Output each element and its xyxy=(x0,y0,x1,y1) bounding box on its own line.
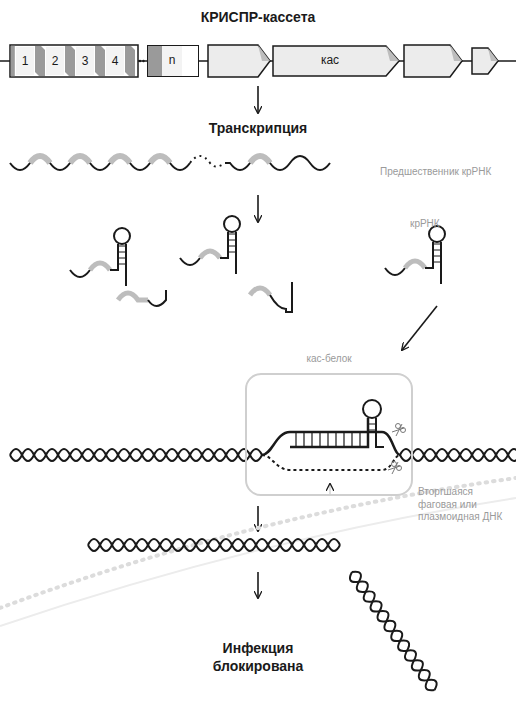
gene-fold xyxy=(258,45,270,61)
invading-dna xyxy=(10,400,516,470)
node-label: 3 xyxy=(76,54,94,68)
processed-crrna xyxy=(70,216,445,312)
crrna-fragment xyxy=(385,226,445,284)
scissors-icon xyxy=(388,462,402,475)
rna-gap xyxy=(190,156,225,167)
flow-arrow xyxy=(257,195,259,222)
repeat-spacer-box: 3 xyxy=(76,47,94,75)
dna-strand xyxy=(10,449,262,461)
cleaved-dna xyxy=(88,539,440,693)
crrna-fragment xyxy=(180,216,240,274)
node-label: кас xyxy=(272,53,388,67)
cas-genes xyxy=(208,45,498,77)
repeat-spacer-box: n xyxy=(147,45,199,77)
rna-fragment xyxy=(148,290,166,306)
dna-strand xyxy=(88,539,340,551)
target-strand xyxy=(262,432,400,455)
gene-fold xyxy=(488,48,498,61)
scissors-blade xyxy=(392,424,404,436)
stripe xyxy=(35,46,45,76)
cell-membrane xyxy=(0,478,516,608)
diagram-title: КРИСПР-кассета xyxy=(0,9,516,27)
stripe xyxy=(11,46,15,76)
stripe xyxy=(95,46,105,76)
rna-fragment xyxy=(118,293,148,300)
repeat-spacer-box: 2 xyxy=(46,47,64,75)
annotation-label: Предшественник крРНК xyxy=(380,166,510,179)
repeat-spacer-box: 4 xyxy=(106,47,124,75)
crispr-array xyxy=(10,45,138,77)
annotation-label: Инфекция блокирована xyxy=(183,640,333,675)
node-label: n xyxy=(162,53,182,67)
annotation-label: крРНК xyxy=(410,218,500,231)
node-label: 2 xyxy=(46,54,64,68)
gene-arrow xyxy=(404,45,462,77)
annotation-label: Вторгшаяся фаговая или плазмоидная ДНК xyxy=(418,486,514,524)
stripe xyxy=(125,46,135,76)
gene-fold xyxy=(386,46,399,61)
gene-arrow: кас xyxy=(272,45,400,77)
hairpin-loop xyxy=(363,400,381,418)
node-heading: кас-белок xyxy=(247,353,411,364)
gene-arrow xyxy=(472,48,498,74)
non-target-strand xyxy=(262,455,400,470)
guide-crrna xyxy=(290,418,368,447)
ellipsis-dots xyxy=(139,60,145,62)
dna-strand xyxy=(400,449,516,461)
scissors-icon xyxy=(392,424,406,437)
gene-fold xyxy=(450,45,462,61)
flow-arrow xyxy=(257,86,259,113)
pre-crrna xyxy=(10,156,330,170)
flow-arrow xyxy=(257,572,259,598)
stripe xyxy=(65,46,75,76)
gene-arrow xyxy=(208,45,270,77)
rna-strand xyxy=(225,156,330,170)
rna-fragment xyxy=(250,288,270,295)
protein-complex: кас-белок xyxy=(245,373,413,496)
flow-arrow xyxy=(402,306,437,350)
scissors-blade xyxy=(388,462,400,474)
dna-strand xyxy=(347,569,439,694)
spacer-stripes xyxy=(11,46,135,76)
base-pairs xyxy=(296,424,376,447)
dot xyxy=(142,60,144,62)
dna-strand xyxy=(400,449,516,461)
rna-fragment xyxy=(270,282,292,312)
guide-crrna xyxy=(376,418,384,447)
dna-strand xyxy=(88,539,340,551)
node-label: 4 xyxy=(106,54,124,68)
dna-fragment xyxy=(347,569,439,694)
annotation-label: Транскрипция xyxy=(158,120,358,138)
dna-strand xyxy=(10,449,262,461)
repeat-spacer-box: 1 xyxy=(16,47,34,75)
crrna-fragment xyxy=(70,228,130,286)
repeat-segment xyxy=(30,156,270,163)
gene-outline xyxy=(273,46,399,76)
dna-strand xyxy=(347,569,439,694)
dot xyxy=(139,60,141,62)
node-label: 1 xyxy=(16,54,34,68)
